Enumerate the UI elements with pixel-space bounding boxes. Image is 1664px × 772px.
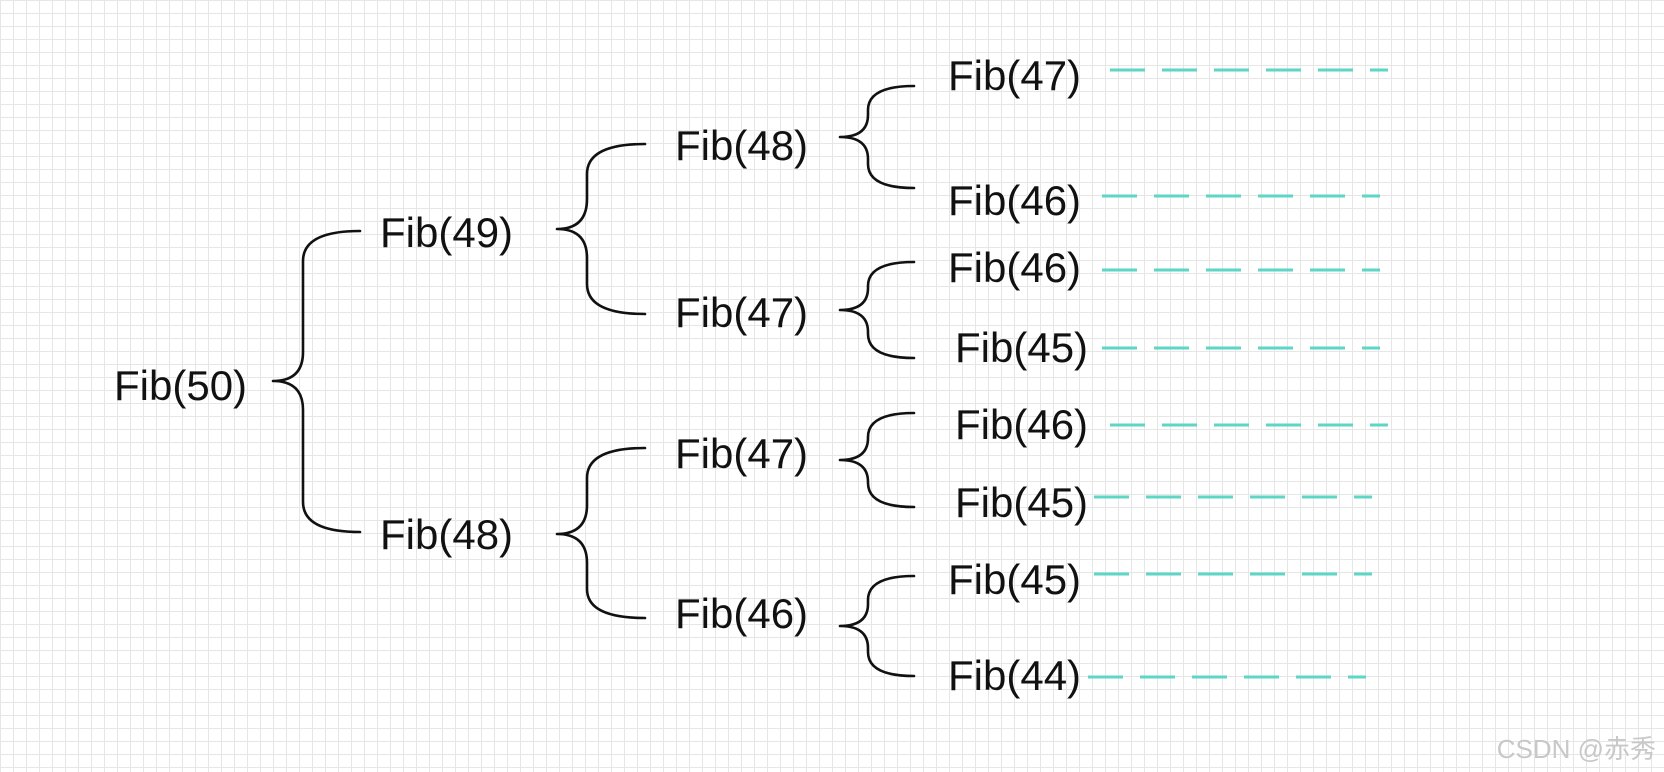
node-root: Fib(50) bbox=[114, 362, 248, 409]
brace-fib48-upper bbox=[838, 84, 916, 190]
node-level2-2: Fib(47) bbox=[675, 430, 809, 477]
brace-fib47-lower bbox=[838, 411, 916, 509]
node-level3-7: Fib(44) bbox=[948, 652, 1082, 699]
node-level1-1: Fib(48) bbox=[380, 511, 514, 558]
node-level1-0: Fib(49) bbox=[380, 209, 514, 256]
node-level3-5: Fib(45) bbox=[955, 479, 1089, 526]
node-level2-0: Fib(48) bbox=[675, 122, 809, 169]
brace-fib49 bbox=[555, 142, 647, 316]
brace-root bbox=[271, 229, 362, 534]
node-level3-3: Fib(45) bbox=[955, 324, 1089, 371]
brace-fib48-lower bbox=[555, 446, 647, 620]
node-level3-2: Fib(46) bbox=[948, 244, 1082, 291]
watermark: CSDN @赤秀 bbox=[1496, 734, 1656, 764]
node-level2-1: Fib(47) bbox=[675, 289, 809, 336]
node-level3-0: Fib(47) bbox=[948, 52, 1082, 99]
node-level3-6: Fib(45) bbox=[948, 556, 1082, 603]
brace-fib46 bbox=[838, 574, 916, 678]
node-level3-1: Fib(46) bbox=[948, 177, 1082, 224]
node-level3-4: Fib(46) bbox=[955, 401, 1089, 448]
brace-fib47-upper bbox=[838, 260, 916, 360]
node-level2-3: Fib(46) bbox=[675, 590, 809, 637]
